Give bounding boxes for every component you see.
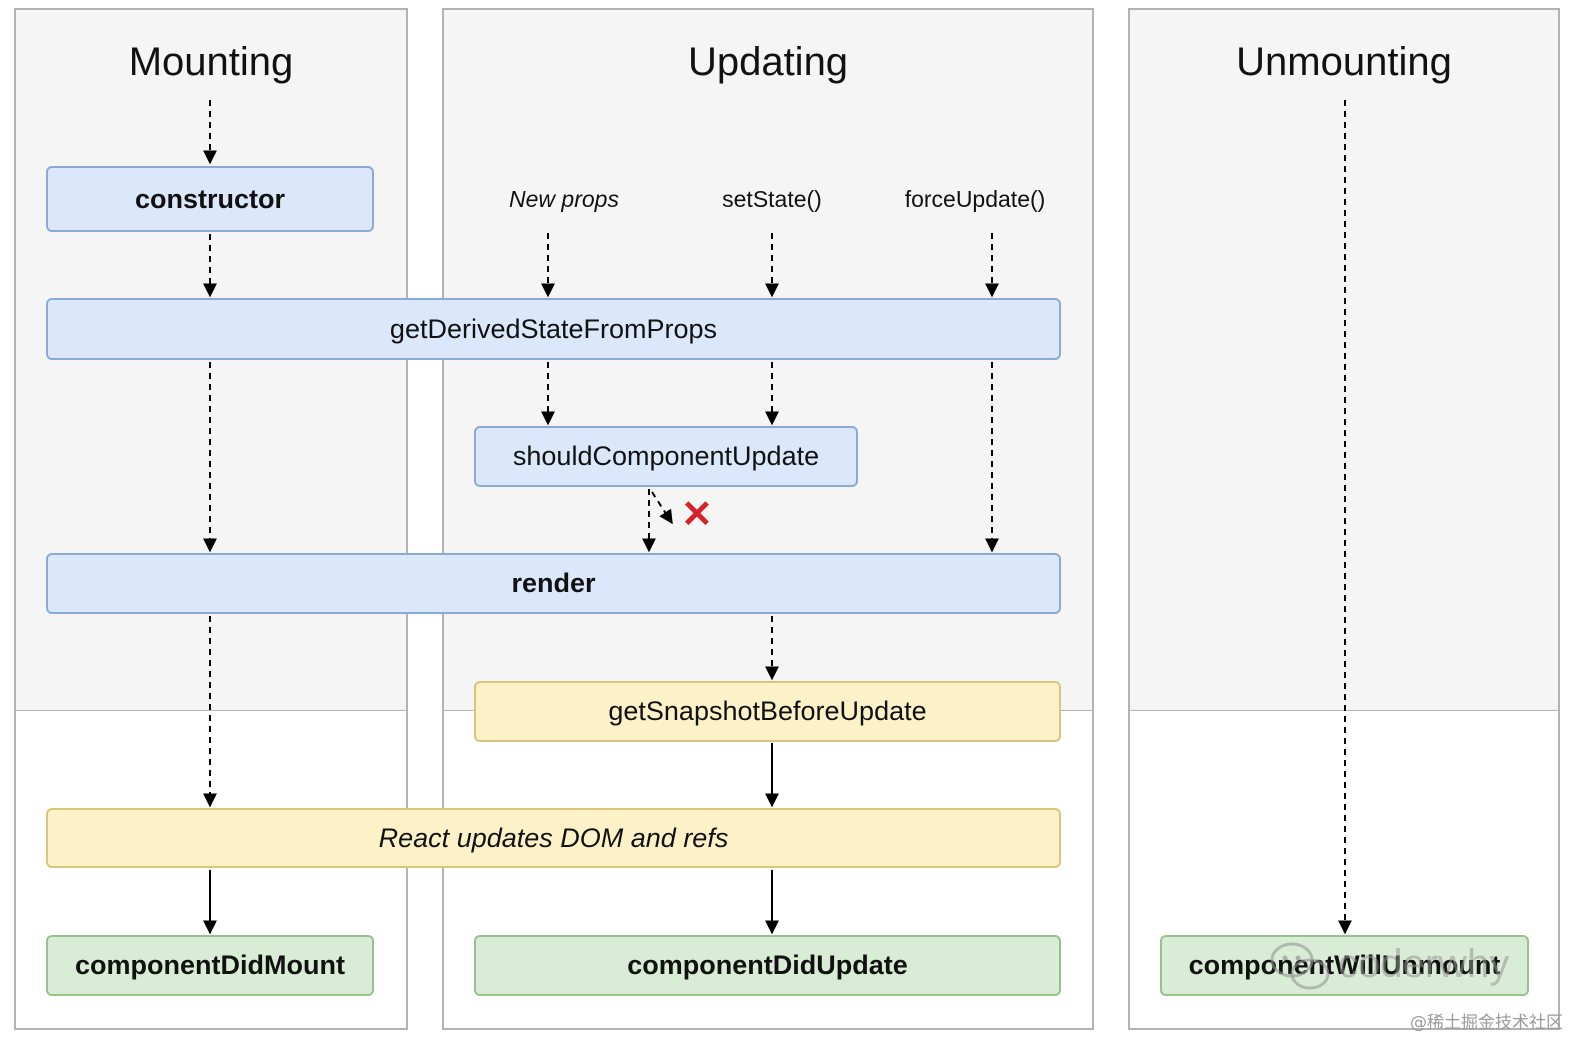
credit-text: @稀土掘金技术社区: [1410, 1013, 1563, 1033]
unmounting-title: Unmounting: [1236, 40, 1452, 84]
node-get-snapshot-before-update: getSnapshotBeforeUpdate: [474, 681, 1061, 742]
node-component-will-unmount: componentWillUnmount: [1160, 935, 1529, 996]
column-divider: [16, 710, 406, 711]
chat-bubble-icon: [1270, 942, 1330, 990]
node-react-updates-dom: React updates DOM and refs: [46, 808, 1061, 868]
arrow-scu-cancel: [651, 491, 673, 525]
updating-title: Updating: [687, 40, 849, 84]
cancel-x-icon: ✕: [681, 494, 713, 536]
node-get-derived-state-from-props: getDerivedStateFromProps: [46, 298, 1061, 360]
node-component-did-update: componentDidUpdate: [474, 935, 1061, 996]
trigger-force-update: forceUpdate(): [904, 186, 1046, 212]
node-constructor: constructor: [46, 166, 374, 232]
trigger-new-props: New props: [509, 186, 619, 212]
trigger-set-state: setState(): [722, 186, 822, 212]
node-render: render: [46, 553, 1061, 614]
node-should-component-update: shouldComponentUpdate: [474, 426, 858, 487]
node-component-did-mount: componentDidMount: [46, 935, 374, 996]
mounting-title: Mounting: [128, 40, 294, 84]
